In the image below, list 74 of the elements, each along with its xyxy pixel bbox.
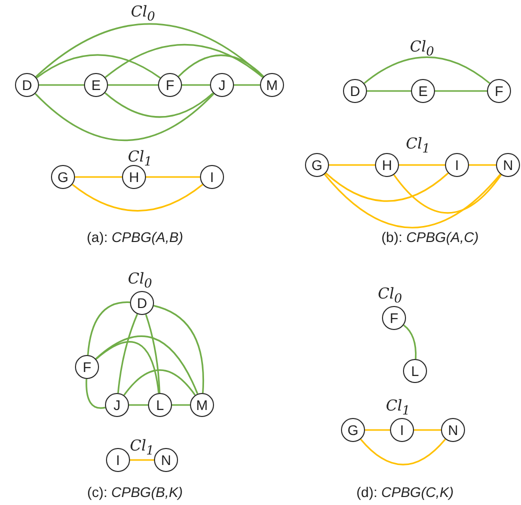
connector-line: [123, 369, 196, 396]
graph-vertex: N: [154, 448, 178, 472]
connector-line: [129, 404, 148, 406]
connector-line: [87, 301, 130, 356]
connector-line: [75, 176, 122, 178]
graph-vertex: D: [15, 73, 39, 97]
connector-line: [403, 324, 417, 360]
connector-line: [108, 84, 158, 86]
connector-line: [96, 341, 160, 394]
connector-line: [130, 459, 154, 461]
graph-vertex: D: [130, 291, 154, 315]
graph-vertex: D: [343, 79, 367, 103]
graph-vertex: N: [441, 418, 465, 442]
graph-vertex: M: [260, 73, 284, 97]
subfigure-caption: (c): CPBG(B,K): [87, 484, 183, 500]
connector-line: [414, 429, 441, 431]
connector-line: [469, 164, 496, 166]
graph-vertex: N: [496, 153, 520, 177]
subfigure-caption: (d): CPBG(C,K): [356, 484, 454, 500]
subfigure-caption: (b): CPBG(A,C): [381, 229, 479, 245]
connector-line: [39, 84, 84, 86]
graph-vertex: H: [122, 165, 146, 189]
graph-vertex: I: [390, 418, 414, 442]
connector-line: [234, 84, 260, 86]
graph-vertex: M: [190, 393, 214, 417]
graph-vertex: G: [341, 418, 365, 442]
graph-vertex: I: [445, 153, 469, 177]
graph-vertex: G: [51, 165, 75, 189]
graph-vertex: H: [375, 153, 399, 177]
graph-vertex: F: [158, 73, 182, 97]
connector-line: [86, 378, 106, 409]
connector-line: [36, 54, 161, 79]
graph-vertex: E: [84, 73, 108, 97]
graph-vertex: J: [210, 73, 234, 97]
graph-vertex: F: [382, 306, 406, 330]
connector-line: [364, 56, 490, 84]
cluster-label: Cl$_{0}$: [130, 2, 156, 24]
graph-vertex: F: [75, 355, 99, 379]
connector-line: [325, 172, 449, 202]
connector-line: [360, 438, 446, 466]
connector-line: [145, 314, 160, 394]
graph-vertex: G: [305, 153, 329, 177]
graph-vertex: E: [411, 79, 435, 103]
graph-vertex: I: [106, 448, 130, 472]
graph-vertex: J: [105, 393, 129, 417]
connector-line: [72, 184, 204, 212]
subfigure-caption: (a): CPBG(A,B): [86, 229, 184, 245]
cluster-label: Cl$_{1}$: [386, 396, 410, 418]
connector-line: [182, 84, 210, 86]
connector-line: [34, 93, 214, 142]
cluster-label: Cl$_{1}$: [406, 134, 430, 156]
graph-vertex: I: [200, 165, 224, 189]
connector-line: [399, 164, 445, 166]
graph-vertex: F: [487, 79, 511, 103]
graph-vertex: L: [148, 393, 172, 417]
connector-line: [172, 404, 190, 406]
connector-line: [146, 176, 200, 178]
connector-line: [367, 90, 411, 92]
connector-line: [95, 336, 198, 394]
connector-line: [117, 314, 138, 394]
connector-line: [329, 164, 375, 166]
cluster-label: Cl$_{1}$: [130, 436, 154, 458]
connector-line: [153, 304, 204, 394]
cluster-label: Cl$_{0}$: [410, 38, 434, 58]
connector-line: [435, 90, 487, 92]
connector-line: [324, 174, 501, 228]
connector-line: [104, 44, 264, 78]
cluster-label: Cl$_{0}$: [378, 284, 402, 306]
connector-line: [393, 174, 502, 214]
connector-line: [365, 429, 390, 431]
cluster-label: Cl$_{0}$: [128, 270, 152, 290]
graph-vertex: L: [403, 359, 427, 383]
connector-line: [178, 54, 264, 78]
connector-line: [104, 92, 214, 118]
